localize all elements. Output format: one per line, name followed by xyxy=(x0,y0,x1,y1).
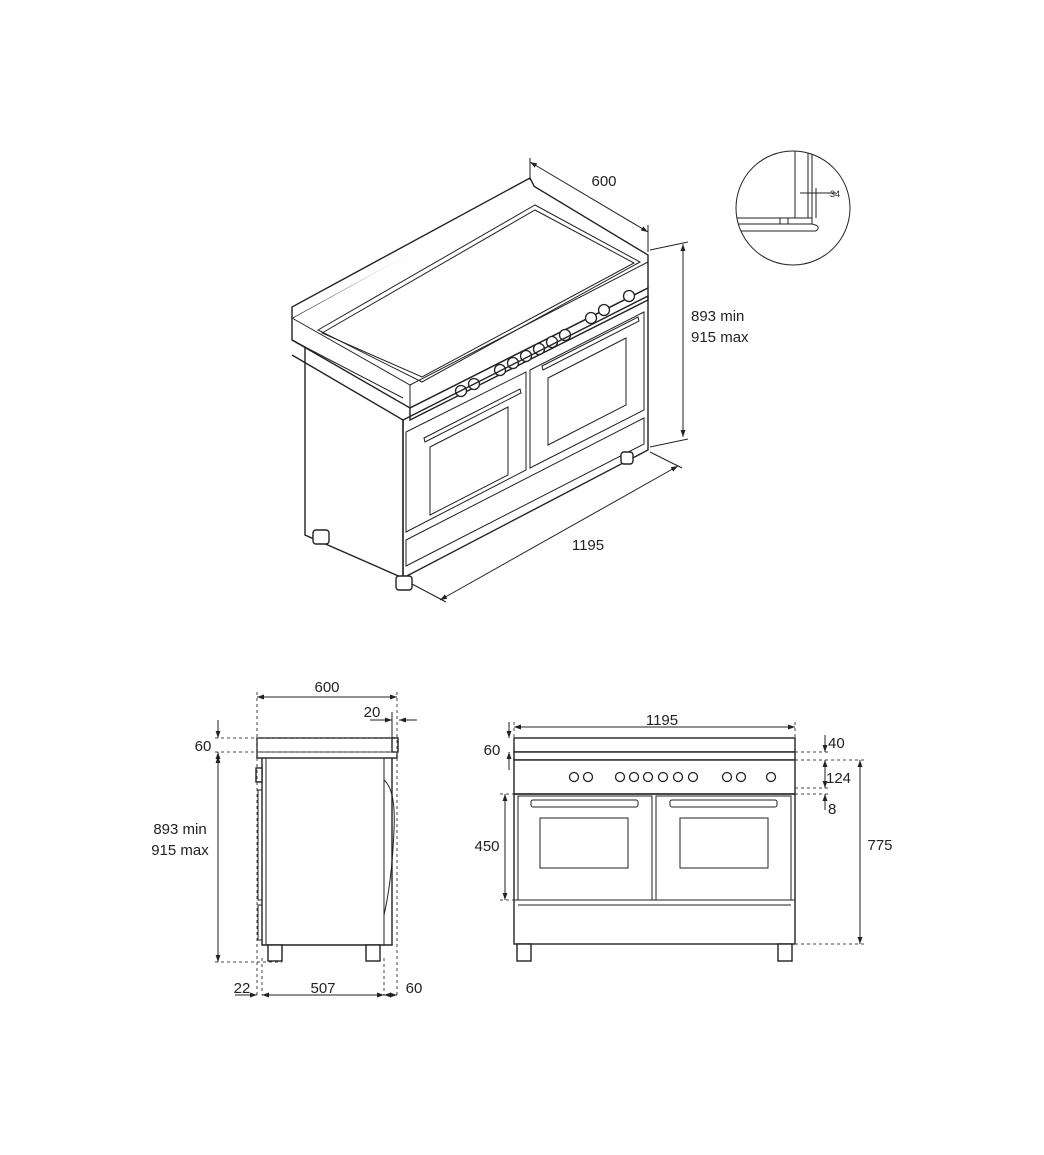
front-view: 1195 60 40 124 8 450 775 xyxy=(474,712,893,962)
side-view: 600 20 60 893 min 915 max 22 507 60 xyxy=(151,679,423,998)
iso-width-label: 1195 xyxy=(572,537,604,554)
front-top-gap-label: 40 xyxy=(828,735,845,752)
front-oven-height-label: 450 xyxy=(474,838,499,855)
detail-clearance-label: 34 xyxy=(830,189,840,199)
iso-height-max-label: 915 max xyxy=(691,329,749,346)
front-width-label: 1195 xyxy=(646,712,678,729)
isometric-view: 600 893 min 915 max 1195 xyxy=(291,158,749,603)
side-height-max-label: 915 max xyxy=(151,842,209,859)
front-base-height-label: 775 xyxy=(867,837,892,854)
front-backguard-label: 60 xyxy=(484,742,501,759)
front-control-panel-label: 124 xyxy=(826,770,851,787)
iso-height-min-label: 893 min xyxy=(691,308,744,325)
side-rear-offset-label: 60 xyxy=(406,980,423,997)
iso-depth-label: 600 xyxy=(591,173,616,190)
side-overhang-label: 20 xyxy=(364,704,381,721)
side-body-depth-label: 507 xyxy=(310,980,335,997)
side-depth-label: 600 xyxy=(314,679,339,696)
front-gap-label: 8 xyxy=(828,801,836,818)
side-top-thickness-label: 60 xyxy=(195,738,212,755)
detail-view: 34 xyxy=(735,150,851,266)
side-height-min-label: 893 min xyxy=(153,821,206,838)
side-front-offset-label: 22 xyxy=(234,980,251,997)
front-control-knobs xyxy=(568,771,777,783)
